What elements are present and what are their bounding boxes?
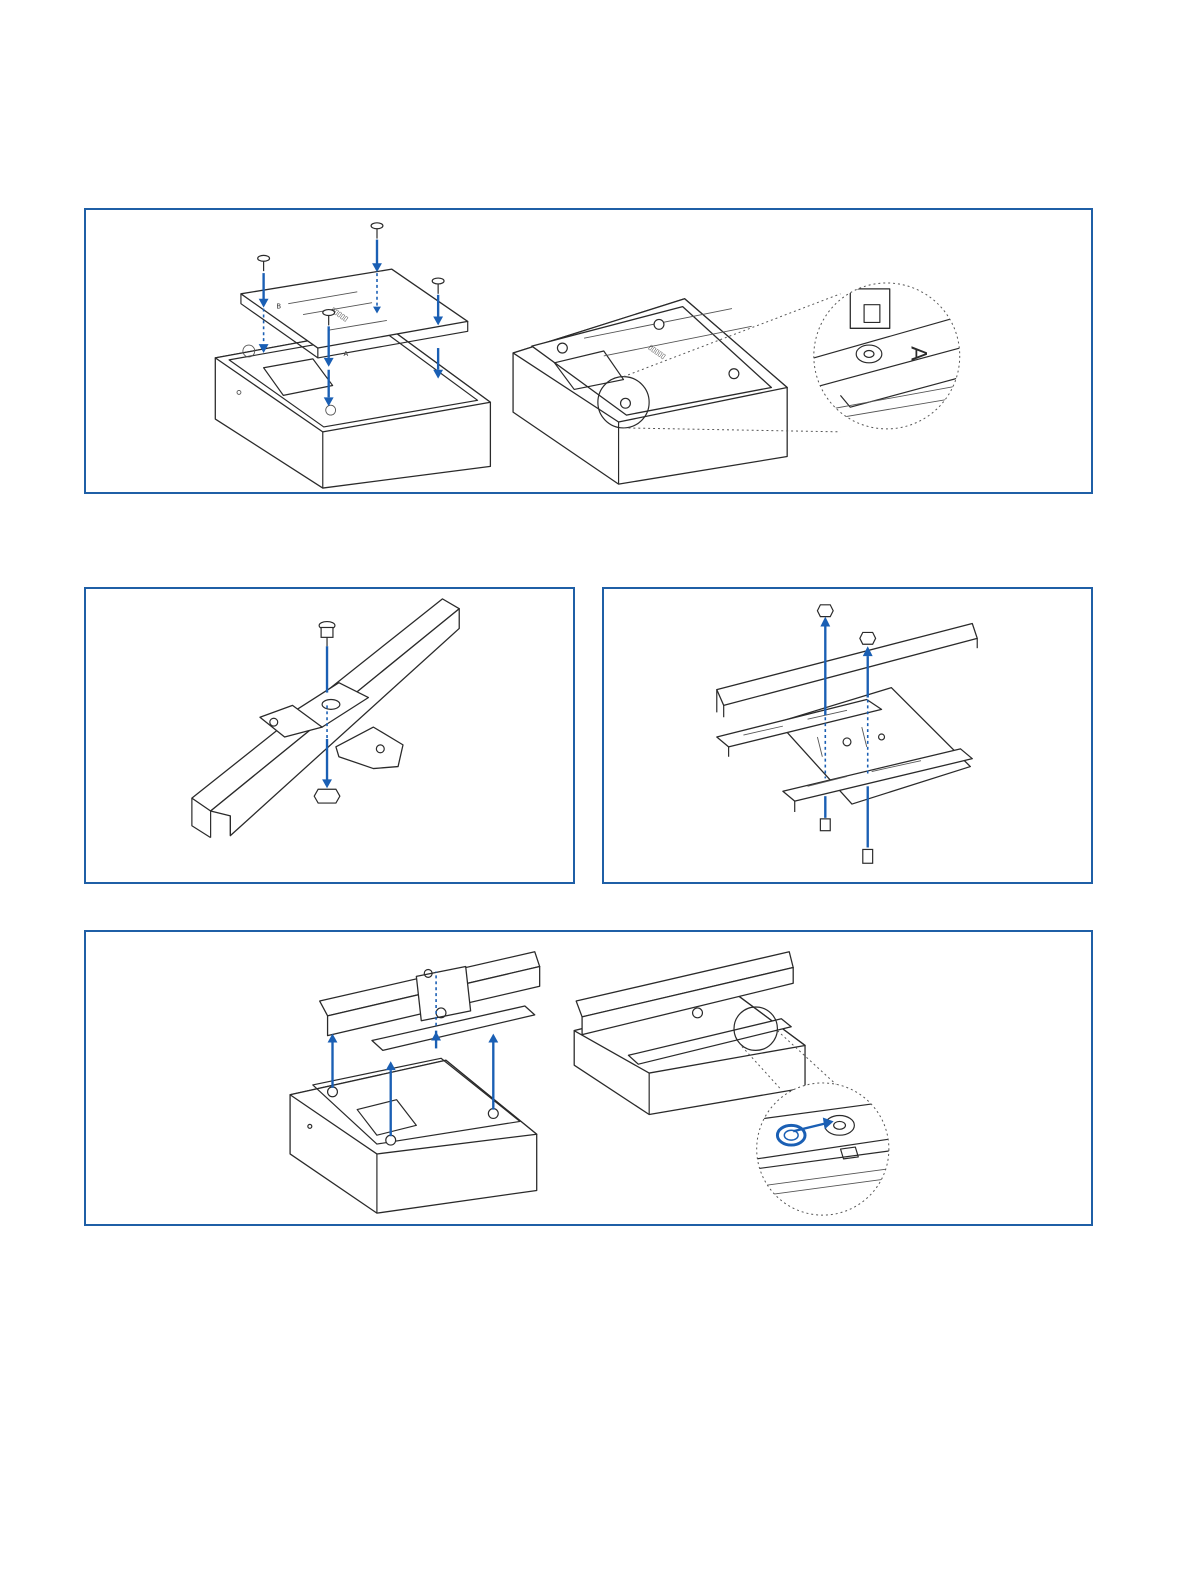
zoom-detail-1: A (814, 283, 960, 429)
device-assembled: ▯▯▯▯▯ (513, 294, 840, 484)
panel-2-illustration (86, 589, 573, 882)
panel-4-illustration (86, 932, 1091, 1224)
zoom-detail-2 (757, 1083, 889, 1215)
device-base-left (215, 326, 490, 488)
panel-2 (84, 587, 575, 884)
panel-1-illustration: ▯▯▯▯▯ B A ▯▯▯▯▯ (86, 210, 1091, 492)
marking-a-left: A (343, 350, 348, 358)
rail-bracket (717, 624, 977, 812)
panel-3-illustration (604, 589, 1091, 882)
panel-3 (602, 587, 1093, 884)
panel-4 (84, 930, 1093, 1226)
device-base-exploded (290, 1058, 537, 1213)
zoom-marking-a: A (905, 346, 930, 361)
zoom-screw-head (856, 345, 882, 363)
nut (314, 789, 340, 803)
marking-b-left: B (276, 303, 281, 311)
panel-1: ▯▯▯▯▯ B A ▯▯▯▯▯ (84, 208, 1093, 494)
rail-bracket-exploded (320, 952, 540, 1051)
